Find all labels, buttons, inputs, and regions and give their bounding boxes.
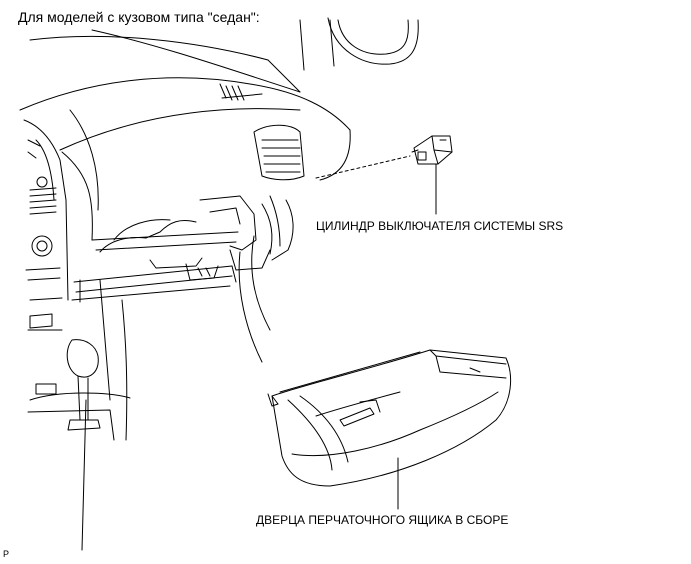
glovebox-opening bbox=[100, 196, 293, 362]
figure-caption: Для моделей с кузовом типа "седан": bbox=[18, 9, 260, 25]
srs-switch-cylinder-label: ЦИЛИНДР ВЫКЛЮЧАТЕЛЯ СИСТЕМЫ SRS bbox=[316, 219, 564, 233]
glove-box-door-label: ДВЕРЦА ПЕРЧАТОЧНОГО ЯЩИКА В СБОРЕ bbox=[256, 513, 509, 527]
location-dashed-line bbox=[316, 156, 410, 178]
figure-code: P bbox=[3, 549, 10, 559]
glove-box-door bbox=[268, 350, 511, 486]
dashboard-body bbox=[20, 78, 350, 302]
srs-switch-cylinder bbox=[412, 136, 452, 164]
shift-lever bbox=[28, 280, 130, 550]
windshield-outline bbox=[30, 20, 334, 92]
center-console-stack bbox=[24, 120, 68, 330]
side-mirror bbox=[328, 18, 418, 64]
center-air-vent bbox=[254, 125, 304, 180]
